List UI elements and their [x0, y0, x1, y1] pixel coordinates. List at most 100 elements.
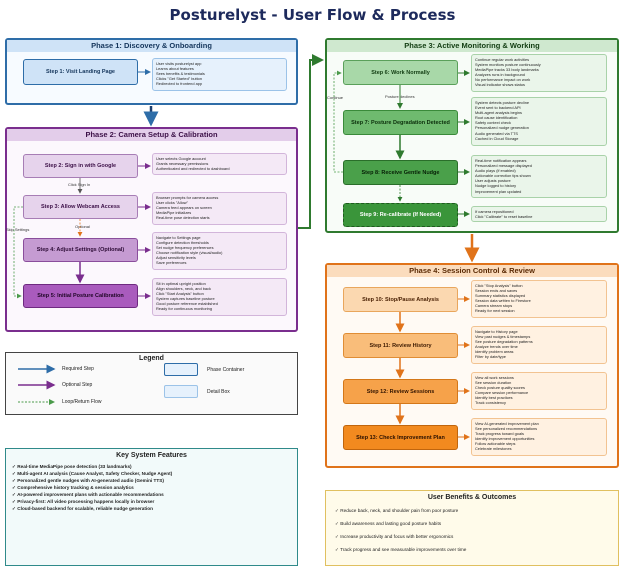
detail-line: Event sent to backend API — [475, 105, 521, 111]
legend-title: Legend — [139, 355, 164, 362]
detail-line: Learns about features — [156, 66, 194, 72]
detail-line: Sit in optimal upright position — [156, 281, 206, 286]
step9-label: Step 9: Re-calibrate (If Needed) — [359, 212, 442, 218]
legend-phase-container-label: Phase Container — [207, 367, 245, 373]
legend-detail-box-swatch — [164, 385, 198, 398]
check-icon: ✓ — [12, 471, 16, 476]
detail-line: Identify best practices — [475, 395, 513, 401]
step8-box[interactable]: Step 8: Receive Gentle Nudge — [343, 160, 458, 185]
step9-box[interactable]: Step 9: Re-calibrate (If Needed) — [343, 203, 458, 227]
step6-details: Continue regular work activities System … — [471, 54, 607, 92]
detail-line: Cached in Cloud Storage — [475, 135, 519, 141]
step7-details: System detects posture decline Event sen… — [471, 97, 607, 146]
step7-label: Step 7: Posture Degradation Detected — [351, 119, 450, 126]
detail-line: Session ends and saves — [475, 288, 518, 294]
arrow-label-continue: Continue — [327, 95, 344, 100]
connector — [298, 54, 324, 229]
detail-line: Check posture quality scores — [475, 385, 525, 391]
detail-line: Root cause identification — [475, 115, 518, 121]
connector — [13, 206, 23, 299]
detail-line: Session data written to Firestore — [475, 298, 531, 304]
detail-line: User adjusts posture — [475, 178, 511, 184]
step13-label: Step 13: Check Improvement Plan — [356, 434, 445, 441]
step3-details: Browser prompts for camera access User c… — [152, 192, 287, 225]
benefits-box: User Benefits & Outcomes — [325, 490, 619, 566]
detail-line: See posture degradation patterns — [475, 339, 533, 345]
check-icon: ✓ — [335, 508, 339, 513]
detail-line: Audio plays (if enabled) — [475, 168, 516, 174]
step10-box[interactable]: Step 10: Stop/Pause Analysis — [343, 287, 458, 312]
step1-label: Step 1: Visit Landing Page — [46, 69, 115, 75]
detail-line: Analyze trends over time — [475, 344, 518, 350]
legend-optional-label: Optional Step — [62, 382, 93, 388]
arrow-label-skip-settings: Skip Settings — [6, 227, 30, 232]
detail-line: Set nudge frequency preferences — [156, 245, 214, 251]
step5-box[interactable]: Step 5: Initial Posture Calibration — [23, 284, 138, 308]
step2-details: User selects Google account Grants neces… — [152, 153, 287, 175]
step2-box[interactable]: Step 2: Sign in with Google — [23, 154, 138, 178]
features-list: ✓ Real-time MediaPipe pose detection (33… — [12, 463, 172, 512]
step11-label: Step 11: Review History — [369, 342, 432, 349]
step3-box[interactable]: Step 3: Allow Webcam Access — [23, 195, 138, 219]
detail-line: Real-time notification appears — [475, 158, 527, 163]
detail-line: Compare session performance — [475, 390, 529, 396]
check-icon: ✓ — [335, 521, 339, 526]
step6-label: Step 6: Work Normally — [371, 69, 430, 76]
feature-item: ✓ Real-time MediaPipe pose detection (33… — [12, 464, 132, 469]
detail-line: Adjust sensitivity levels — [156, 255, 196, 261]
benefits-list: ✓ Reduce back, neck, and shoulder pain f… — [335, 504, 466, 556]
benefit-item: ✓ Build awareness and lasting good postu… — [335, 521, 442, 526]
benefit-item: ✓ Increase productivity and focus with b… — [335, 534, 454, 539]
feature-item: ✓ Comprehensive history tracking & sessi… — [12, 485, 134, 490]
step4-details: Navigate to Settings page Configure dete… — [152, 232, 287, 270]
check-icon: ✓ — [12, 464, 16, 469]
detail-line: Track progress toward goals — [475, 431, 524, 437]
detail-line: Nudge logged to history — [475, 183, 517, 189]
detail-line: Celebrate milestones — [475, 446, 512, 452]
check-icon: ✓ — [12, 485, 16, 490]
detail-line: Summary statistics displayed — [475, 293, 526, 299]
step3-label: Step 3: Allow Webcam Access — [41, 204, 120, 210]
detail-line: Camera stream stops — [475, 303, 513, 309]
detail-line: Grants necessary permissions — [156, 161, 209, 167]
step9-details: If camera repositioned Click "Calibrate"… — [471, 206, 607, 222]
legend-phase-container-swatch — [164, 363, 198, 376]
detail-line: Configure detection thresholds — [156, 240, 209, 246]
detail-line: View all work sessions — [475, 375, 514, 380]
step4-box[interactable]: Step 4: Adjust Settings (Optional) — [23, 238, 138, 262]
connector — [333, 70, 343, 173]
step11-box[interactable]: Step 11: Review History — [343, 333, 458, 358]
step6-box[interactable]: Step 6: Work Normally — [343, 60, 458, 85]
step1-box[interactable]: Step 1: Visit Landing Page — [23, 59, 138, 85]
detail-line: Save preferences — [156, 260, 187, 266]
check-icon: ✓ — [12, 478, 16, 483]
detail-line: User selects Google account — [156, 156, 206, 161]
step12-box[interactable]: Step 12: Review Sessions — [343, 379, 458, 404]
detail-line: View past nudges & timestamps — [475, 334, 531, 340]
detail-line: Multi-agent analysis begins — [475, 110, 522, 116]
detail-line: User visits posturelyst app — [156, 61, 202, 66]
detail-line: Continue regular work activities — [475, 57, 530, 62]
phase4-title: Phase 4: Session Control & Review — [327, 265, 617, 277]
detail-line: Follow actionable steps — [475, 441, 516, 447]
detail-line: Redirected to frontend app — [156, 81, 203, 87]
check-icon: ✓ — [12, 506, 16, 511]
detail-line: Navigate to History page — [475, 329, 518, 334]
check-icon: ✓ — [335, 547, 339, 552]
benefit-item: ✓ Reduce back, neck, and shoulder pain f… — [335, 508, 459, 513]
check-icon: ✓ — [12, 492, 16, 497]
phase2-title: Phase 2: Camera Setup & Calibration — [7, 129, 296, 141]
detail-line: Actionable correction tips shown — [475, 173, 531, 179]
step13-box[interactable]: Step 13: Check Improvement Plan — [343, 425, 458, 450]
step2-label: Step 2: Sign in with Google — [44, 163, 117, 169]
detail-line: Safety context check — [475, 120, 511, 126]
phase3-title: Phase 3: Active Monitoring & Working — [327, 40, 617, 52]
detail-line: MediaPipe tracks 33 body landmarks — [475, 67, 539, 73]
detail-line: See personalized recommendations — [475, 426, 538, 432]
detail-line: Authenticated and redirected to dashboar… — [156, 166, 230, 172]
feature-item: ✓ AI-powered improvement plans with acti… — [12, 492, 164, 497]
detail-line: System monitors posture continuously — [475, 62, 541, 68]
step4-label: Step 4: Adjust Settings (Optional) — [36, 247, 125, 253]
step7-box[interactable]: Step 7: Posture Degradation Detected — [343, 110, 458, 135]
